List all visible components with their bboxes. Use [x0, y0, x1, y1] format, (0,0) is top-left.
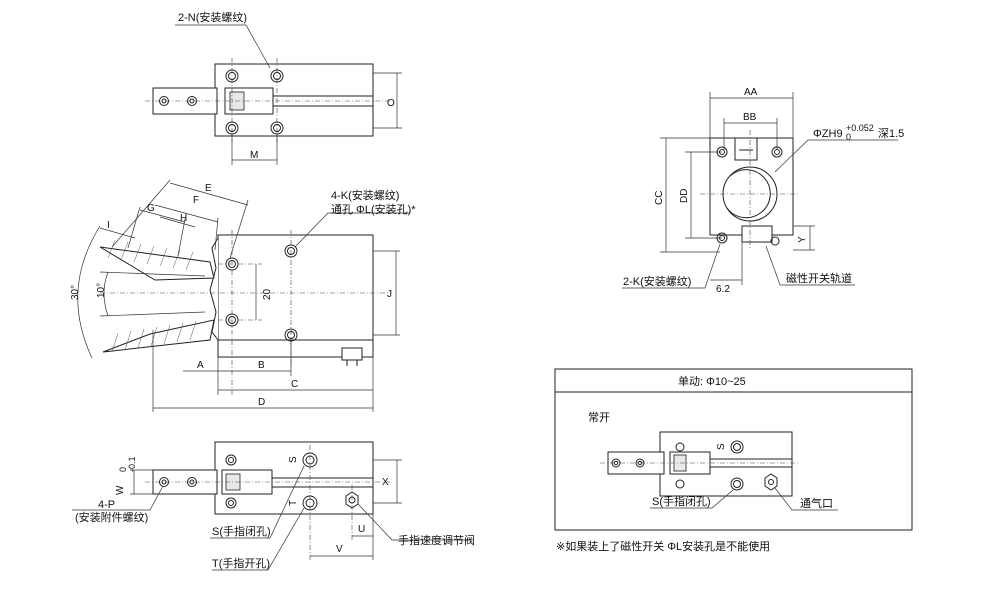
footnote: ※如果装上了磁性开关 ΦL安装孔是不能使用: [556, 539, 770, 553]
label-4P: 4-P: [98, 499, 115, 511]
side-view: [622, 92, 898, 289]
label-20: 20: [262, 288, 273, 300]
label-2N: 2-N(安装螺纹): [178, 10, 247, 24]
label-H: H: [180, 213, 187, 224]
label-I: I: [107, 220, 110, 231]
label-hole-L: 通孔 ΦL(安装孔)*: [331, 202, 416, 216]
label-6-2: 6.2: [716, 284, 730, 295]
label-angle-30: 30°: [70, 285, 81, 300]
label-box-port-S: S: [716, 443, 727, 450]
label-CC: CC: [654, 191, 665, 205]
label-M: M: [250, 150, 258, 161]
label-attach-thread: (安装附件螺纹): [75, 510, 148, 524]
label-speed-valve: 手指速度调节阀: [398, 533, 475, 547]
label-U: U: [358, 524, 365, 535]
top-view: [145, 24, 402, 165]
label-G: G: [147, 203, 155, 214]
label-D: D: [258, 397, 265, 408]
label-BB: BB: [743, 112, 757, 123]
box-title: 单动: Φ10~25: [678, 375, 746, 388]
label-V: V: [336, 544, 343, 555]
bottom-view: [72, 441, 470, 571]
label-W: W: [115, 485, 126, 495]
label-AA: AA: [744, 87, 758, 98]
label-finger-close: S(手指闭孔): [212, 524, 271, 538]
label-ZH9-tol-lower: 0: [846, 132, 851, 142]
single-acting-box: [554, 368, 913, 531]
label-X: X: [382, 477, 389, 488]
label-angle-10: 10°: [96, 283, 107, 298]
label-W-tol: 0-0.1: [118, 456, 137, 472]
label-A: A: [197, 360, 204, 371]
label-F: F: [193, 195, 199, 206]
label-4K: 4-K(安装螺纹): [331, 188, 399, 202]
label-ZH9-tol-upper: +0.052: [846, 123, 874, 133]
label-vent: 通气口: [800, 496, 833, 510]
label-box-finger-close: S(手指闭孔): [652, 494, 711, 508]
front-view: [77, 179, 410, 412]
label-B: B: [258, 360, 265, 371]
label-E: E: [205, 183, 212, 194]
label-O: O: [387, 98, 395, 109]
label-2K: 2-K(安装螺纹): [623, 274, 691, 288]
label-finger-open: T(手指开孔): [212, 556, 270, 570]
label-ZH9: ΦZH9: [813, 128, 843, 140]
label-depth: 深1.5: [878, 127, 904, 140]
label-Y: Y: [797, 236, 808, 243]
label-port-T: T: [288, 500, 299, 506]
label-switch-rail: 磁性开关轨道: [786, 271, 852, 285]
label-J: J: [387, 289, 392, 300]
label-DD: DD: [679, 189, 690, 203]
label-port-S: S: [288, 456, 299, 463]
label-C: C: [291, 379, 298, 390]
label-normally-open: 常开: [588, 411, 610, 424]
